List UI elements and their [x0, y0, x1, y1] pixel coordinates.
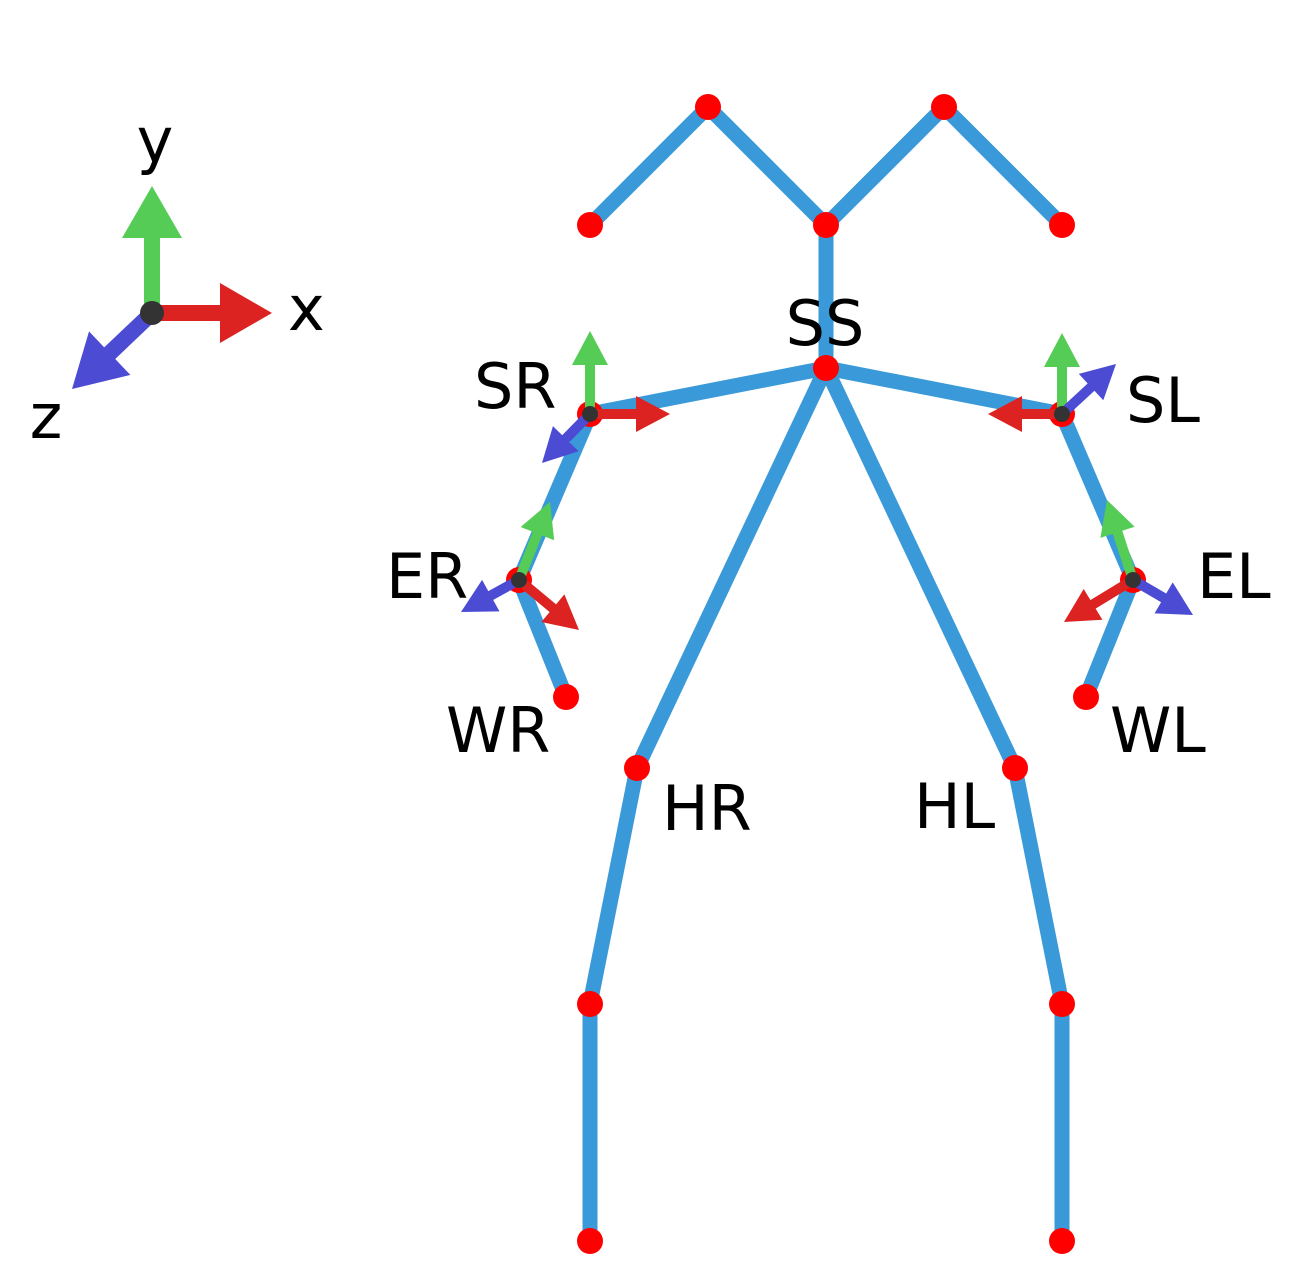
label-sr: SR	[474, 350, 556, 423]
joint-kr	[577, 991, 603, 1017]
joint-hr	[624, 755, 650, 781]
label-ss: SS	[786, 287, 865, 360]
frame-er-origin	[511, 572, 527, 588]
joint-wr	[553, 684, 579, 710]
bone-headTopL-neck	[702, 101, 832, 231]
legend-origin	[140, 301, 164, 325]
bone-hl-kl	[1007, 766, 1070, 1006]
frame-el-z-arrow	[1130, 575, 1193, 615]
frame-sl-y-arrow	[1044, 333, 1080, 414]
frame-el-x-arrow	[1064, 575, 1136, 622]
label-er: ER	[386, 540, 468, 613]
bone-ss-sr	[588, 360, 828, 422]
label-wl: WL	[1110, 694, 1206, 767]
bone-ss-sl	[824, 360, 1064, 422]
bone-headTopR-earR	[938, 101, 1068, 231]
frame-er-y-arrow	[514, 502, 555, 582]
bone-neck-headTopR	[820, 101, 950, 231]
skeleton-joints	[506, 94, 1146, 1254]
joint-hl	[1002, 755, 1028, 781]
legend-x-label: x	[288, 272, 325, 345]
skeleton-bones	[512, 101, 1140, 1241]
frame-er-z-arrow	[461, 575, 522, 612]
joint-headTopR	[931, 94, 957, 120]
frame-sl-z-arrow	[1058, 364, 1116, 418]
joint-labels: y x z SS SR SL ER EL WR WL HR HL	[30, 104, 1271, 845]
legend-z-label: z	[30, 380, 63, 453]
bone-er-wr	[512, 577, 573, 700]
joint-kl	[1049, 991, 1075, 1017]
joint-headTopL	[695, 94, 721, 120]
label-wr: WR	[446, 694, 550, 767]
label-sl: SL	[1126, 364, 1200, 437]
legend-z-arrow	[72, 307, 158, 389]
label-hr: HR	[662, 772, 752, 845]
frame-el-origin	[1125, 572, 1141, 588]
joint-neck	[813, 212, 839, 238]
label-hl: HL	[914, 770, 996, 843]
label-el: EL	[1197, 540, 1271, 613]
bone-el-wl	[1079, 577, 1140, 700]
bone-earL-headTopL	[584, 101, 714, 231]
legend-y-arrow	[122, 186, 182, 313]
joint-frames	[461, 331, 1193, 630]
legend-y-label: y	[137, 104, 174, 177]
legend-x-arrow	[152, 283, 272, 343]
joint-al	[1049, 1228, 1075, 1254]
frame-el-y-arrow	[1100, 500, 1138, 582]
joint-ar	[577, 1228, 603, 1254]
joint-wl	[1073, 684, 1099, 710]
bone-ss-hr	[630, 364, 833, 772]
frame-sl-origin	[1054, 406, 1070, 422]
joint-earL	[577, 212, 603, 238]
joint-earR	[1049, 212, 1075, 238]
axes-legend	[72, 186, 272, 389]
frame-sr-origin	[582, 406, 598, 422]
bone-hr-kr	[582, 766, 645, 1006]
joint-ss	[813, 355, 839, 381]
frame-sr-y-arrow	[572, 331, 608, 414]
bone-ss-hl	[819, 364, 1022, 772]
